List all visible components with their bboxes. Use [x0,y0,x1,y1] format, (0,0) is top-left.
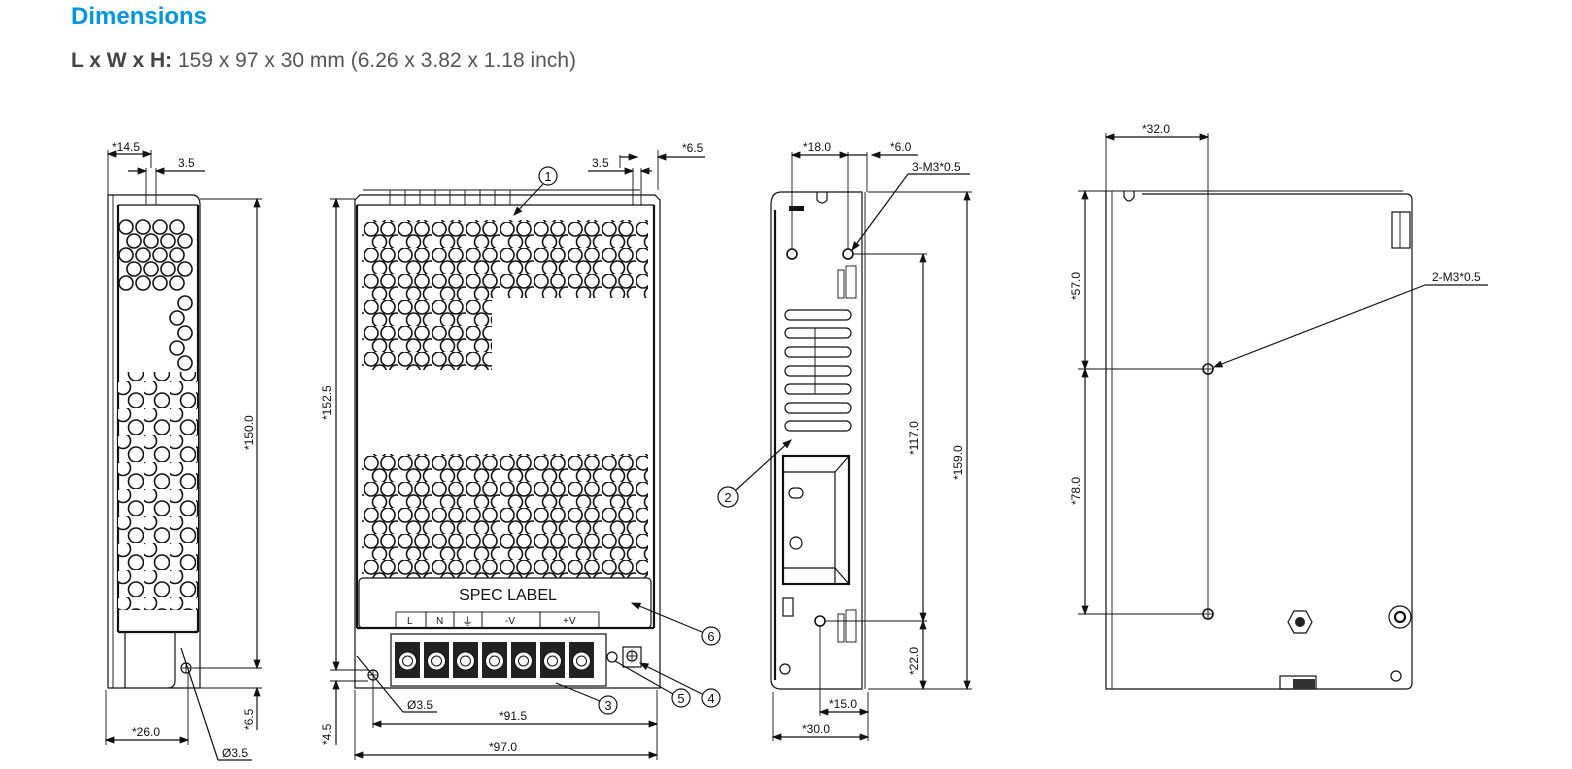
top-flange [363,168,642,205]
terminal-label-pos-v: +V [563,616,576,627]
bottom-view: *32.0 *57.0 *78.0 2-M3*0.5 [1069,122,1488,690]
dim-hole-diameter-front: Ø3.5 [407,698,433,712]
section-title: Dimensions [71,3,208,30]
dim-width: *97.0 [489,740,517,754]
callout-4: 4 [638,662,721,708]
svg-text:2: 2 [724,490,731,505]
terminal-label-l: L [407,616,413,627]
vent-holes-upper [118,219,193,371]
dim-bottom-hole-v: *22.0 [907,647,921,675]
svg-text:3: 3 [604,698,611,713]
svg-text:6: 6 [707,629,714,644]
callout-1: 1 [513,166,558,216]
side-connector-upper [837,265,857,299]
hex-standoff [1287,610,1313,634]
callout-2: 2 [717,439,792,508]
bottom-connector-top [1391,211,1411,249]
dim-hole-x-bottom: *32.0 [1142,122,1170,136]
dim-upper-v: *57.0 [1069,272,1083,300]
dim-bottom-width: *26.0 [132,725,160,739]
dim-hole-spacing-bottom: *78.0 [1069,477,1083,505]
callout-5: 5 [614,660,691,708]
dim-hole-x2: *6.0 [890,140,912,154]
mount-hole-lower [814,615,826,627]
vent-holes-top-block [362,220,648,370]
terminal-label-n: N [436,616,443,627]
svg-text:4: 4 [707,691,714,706]
dimension-spec: L x W x H: 159 x 97 x 30 mm (6.26 x 3.82… [71,49,576,73]
right-side-view: 2 *18.0 *6.0 3-M3*0.5 *117.0 *159.0 *22.… [717,140,972,741]
dim-hole-spacing-side: *117.0 [907,421,921,455]
spec-label-text: SPEC LABEL [459,587,557,604]
dim-hole-diameter: Ø3.5 [222,746,248,760]
terminal-label-neg-v: -V [505,616,515,627]
spec-label: L x W x H: [71,49,173,72]
svg-text:1: 1 [544,169,551,184]
side-vent-slots [784,309,852,432]
dim-height-front: *152.5 [320,385,334,420]
ground-stud [1388,605,1412,629]
terminal-labels: L N ⏚ -V +V [395,611,600,629]
terminal-label-ground: ⏚ [462,615,473,628]
dim-top-offset: *14.5 [112,140,140,154]
dim-slot-width: 3.5 [178,156,195,170]
spec-value: 159 x 97 x 30 mm (6.26 x 3.82 x 1.18 inc… [177,49,577,72]
screw-spec-bottom: 2-M3*0.5 [1432,270,1481,284]
vent-holes-lower [118,372,198,610]
side-socket [781,454,851,586]
dim-hole-spacing: *91.5 [499,709,527,723]
svg-text:5: 5 [677,691,684,706]
dim-length: *159.0 [951,445,965,480]
dim-height: *150.0 [242,415,256,450]
dim-bottom-offset-front: *4.5 [320,723,334,745]
dim-top-right-offset: *6.5 [682,141,704,155]
led-indicator [606,651,618,663]
dim-hole-x1: *18.0 [803,140,831,154]
side-connector-lower [837,609,857,643]
callout-3: 3 [555,682,618,715]
screw-spec-side: 3-M3*0.5 [912,160,961,174]
front-view: SPEC LABEL L N ⏚ -V +V [320,141,721,760]
callout-6: 6 [630,602,721,646]
dim-slot-width-front: 3.5 [592,156,609,170]
dim-bottom-offset: *6.5 [242,708,256,730]
dim-depth: *30.0 [802,722,830,736]
dim-bottom-hole-h: *15.0 [829,697,857,711]
left-side-view: *14.5 3.5 *150.0 *6.5 *26.0 Ø3.5 [104,140,262,761]
mount-hole-upper [842,248,854,260]
vent-holes-bottom-block [362,454,648,578]
terminal-block [390,633,607,687]
voltage-adjust-pot [622,646,642,668]
